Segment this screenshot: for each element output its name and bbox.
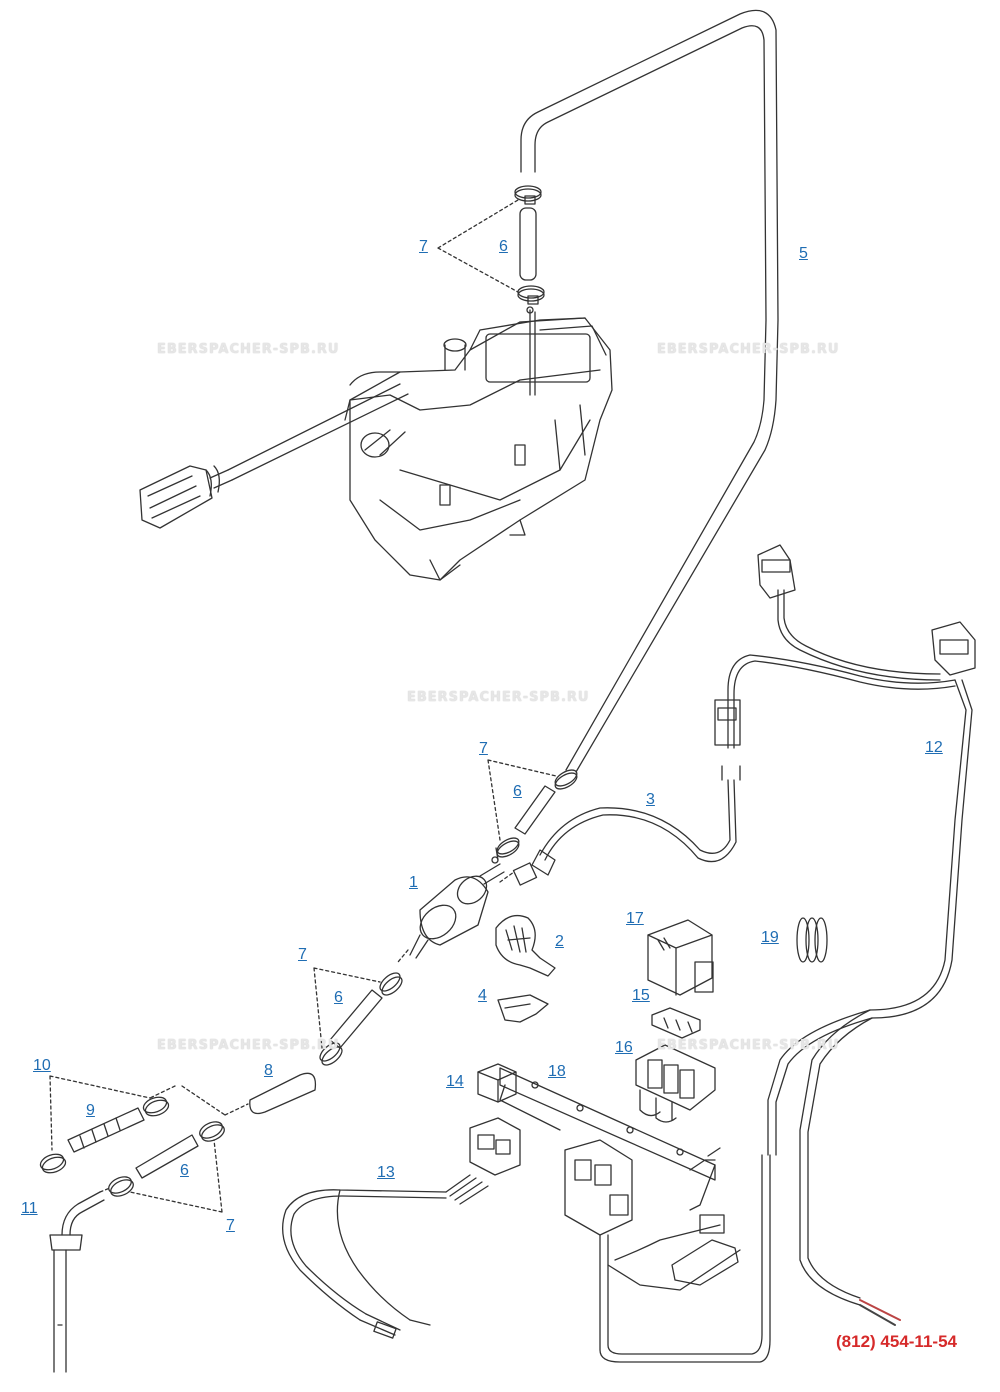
hose-6-top — [519, 207, 537, 281]
callout-8[interactable]: 8 — [264, 1062, 273, 1079]
callout-6-top[interactable]: 6 — [499, 238, 508, 255]
callout-1[interactable]: 1 — [409, 874, 418, 891]
control-harness — [564, 1139, 771, 1363]
callout-6-mid[interactable]: 6 — [513, 783, 522, 800]
leader-7-lower — [313, 967, 381, 1049]
relay-cover-17 — [647, 919, 714, 996]
harness-12 — [714, 589, 973, 1326]
callout-10[interactable]: 10 — [33, 1057, 51, 1074]
hose-6-lower-mid — [329, 989, 383, 1049]
hose-8 — [249, 1072, 317, 1115]
leader-7-bottom — [129, 1139, 223, 1213]
heater-unit — [344, 306, 613, 581]
callout-19[interactable]: 19 — [761, 929, 779, 946]
harness-13 — [282, 1117, 521, 1339]
callout-7-mid[interactable]: 7 — [479, 740, 488, 757]
connector-12b — [931, 621, 976, 676]
mount-4 — [497, 994, 549, 1023]
heater-connector — [139, 465, 213, 529]
wire-harness-3 — [531, 765, 741, 876]
callout-18[interactable]: 18 — [548, 1063, 566, 1080]
watermark-2: EBERSPACHER-SPB.RU — [657, 342, 840, 357]
clamp-7-bottom-a — [199, 1121, 225, 1142]
callout-15[interactable]: 15 — [632, 987, 650, 1004]
leader-10 — [49, 1075, 226, 1151]
clamp-7-top-a — [514, 185, 542, 205]
callout-7-bottom[interactable]: 7 — [226, 1217, 235, 1234]
fuel-line-5 — [520, 9, 779, 773]
mounting-rail-18 — [499, 1067, 716, 1211]
callout-6-bottom[interactable]: 6 — [180, 1162, 189, 1179]
fuel-pump-1 — [409, 847, 505, 959]
bracket-2 — [495, 914, 556, 977]
heater-cable — [205, 383, 409, 497]
fuse-holder-16 — [635, 1044, 716, 1123]
callout-12[interactable]: 12 — [925, 739, 943, 756]
phone-number: (812) 454-11-54 — [836, 1332, 957, 1351]
connector-12a — [757, 544, 796, 599]
callout-4[interactable]: 4 — [478, 987, 487, 1004]
clamp-7-bottom-b — [108, 1176, 134, 1197]
clamp-10-a — [142, 1096, 170, 1117]
callout-13[interactable]: 13 — [377, 1164, 395, 1181]
callout-16[interactable]: 16 — [615, 1039, 633, 1056]
callout-5[interactable]: 5 — [799, 245, 808, 262]
clamp-7-mid-b — [496, 837, 520, 858]
hose-6-mid — [514, 785, 556, 835]
callout-11[interactable]: 11 — [21, 1200, 38, 1217]
watermark-1: EBERSPACHER-SPB.RU — [157, 342, 340, 357]
pump-plug — [499, 862, 538, 886]
clamp-7-top-b — [517, 285, 545, 305]
clamp-10-b — [39, 1153, 67, 1174]
callout-7-lower[interactable]: 7 — [298, 946, 307, 963]
watermark-3: EBERSPACHER-SPB.RU — [407, 690, 590, 705]
callout-14[interactable]: 14 — [446, 1073, 464, 1090]
clamp-7-lower-b — [319, 1042, 343, 1066]
clamp-7-mid-a — [554, 769, 578, 790]
watermark-5: EBERSPACHER-SPB.RU — [657, 1038, 840, 1053]
fuel-pickup-11 — [49, 1187, 111, 1373]
callout-2[interactable]: 2 — [555, 933, 564, 950]
callout-17[interactable]: 17 — [626, 910, 644, 927]
watermark-4: EBERSPACHER-SPB.RU — [157, 1038, 340, 1053]
leader-7-top — [437, 199, 519, 293]
fuse-clips-15 — [651, 1007, 701, 1039]
callout-9[interactable]: 9 — [86, 1102, 95, 1119]
clips-19 — [796, 917, 828, 963]
callout-3[interactable]: 3 — [646, 791, 655, 808]
callout-6-lower[interactable]: 6 — [334, 989, 343, 1006]
callout-7-top[interactable]: 7 — [419, 238, 428, 255]
hose-9 — [67, 1107, 145, 1153]
clamp-7-lower-a — [379, 972, 403, 996]
relay-14 — [477, 1063, 517, 1103]
hose-6-lower — [135, 1134, 199, 1179]
leader-7-mid — [487, 759, 557, 841]
